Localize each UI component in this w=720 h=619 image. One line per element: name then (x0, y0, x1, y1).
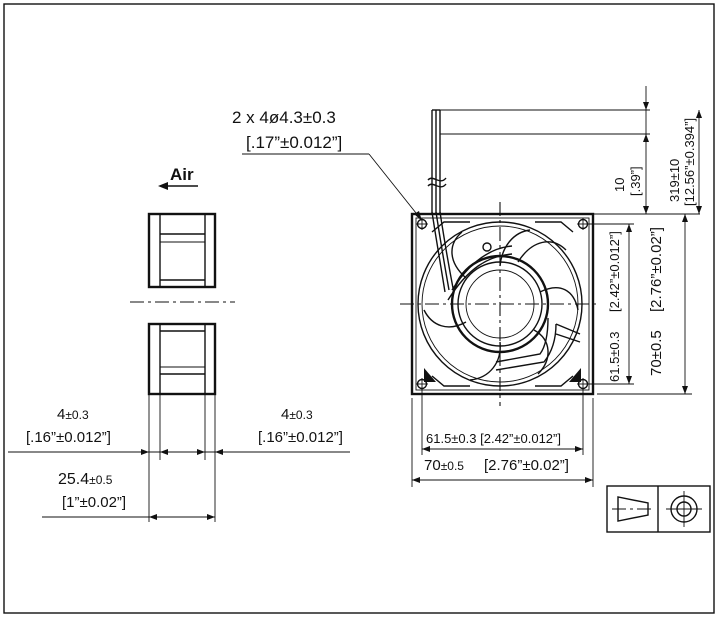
strip-length-imperial: [.39”] (628, 166, 643, 196)
height-imperial: [2.76”±0.02”] (648, 227, 665, 312)
height-metric: 70±0.5 (648, 330, 665, 376)
hole-spacing-vertical-imperial: [2.42”±0.012”] (607, 231, 622, 312)
front-view (400, 109, 600, 406)
rib-left-tol: ±0.3 (65, 408, 89, 422)
lead-wires (427, 109, 454, 293)
rib-right-tol: ±0.3 (289, 408, 313, 422)
projection-cone (617, 496, 649, 522)
width-metric: 70 (424, 457, 441, 474)
corner-braces (424, 221, 581, 387)
depth-metric: 25.4 (58, 471, 89, 488)
width-tol: ±0.5 (441, 459, 465, 473)
rib-right-imperial: [.16”±0.012”] (258, 429, 343, 446)
svg-text:4±0.3: 4±0.3 (281, 406, 313, 423)
side-frame-top (147, 212, 217, 289)
svg-text:4±0.3: 4±0.3 (57, 406, 89, 423)
lead-length-imperial: [12.56”±0.394”] (682, 118, 697, 206)
air-label: Air (170, 165, 194, 184)
hole-spacing-horizontal: 61.5±0.3 [2.42”±0.012”] (426, 431, 561, 446)
depth-tol: ±0.5 (89, 473, 113, 487)
strip-length-metric: 10 (612, 178, 627, 192)
svg-text:25.4±0.5: 25.4±0.5 (58, 471, 113, 488)
lead-dimensions: 10 [.39”] 319±10 [12.56”±0.394”] (440, 86, 702, 215)
depth-imperial: [1”±0.02”] (62, 494, 126, 511)
hole-callout: 2 x 4ø4.3±0.3 [.17”±0.012”] (232, 108, 422, 221)
lead-length-metric: 319±10 (667, 159, 682, 202)
hole-callout-line2: [.17”±0.012”] (246, 133, 342, 152)
rib-right-metric: 4 (281, 406, 289, 423)
drawing-frame (3, 3, 715, 614)
front-dimensions: 61.5±0.3 [2.42”±0.012”] 70±0.5 [2.76”±0.… (411, 213, 692, 487)
air-arrow-head (158, 182, 168, 190)
svg-text:70±0.5: 70±0.5 (424, 457, 464, 474)
side-view: Air 4±0.3 [.16”±0.012”] 4±0.3 (8, 165, 350, 522)
rib-left-metric: 4 (57, 406, 65, 423)
projection-symbol (606, 485, 711, 533)
hole-callout-line1: 2 x 4ø4.3±0.3 (232, 108, 336, 127)
hole-spacing-vertical-metric: 61.5±0.3 (607, 331, 622, 382)
width-imperial: [2.76”±0.02”] (484, 457, 569, 474)
rib-left-imperial: [.16”±0.012”] (26, 429, 111, 446)
side-frame-bottom (147, 322, 217, 396)
